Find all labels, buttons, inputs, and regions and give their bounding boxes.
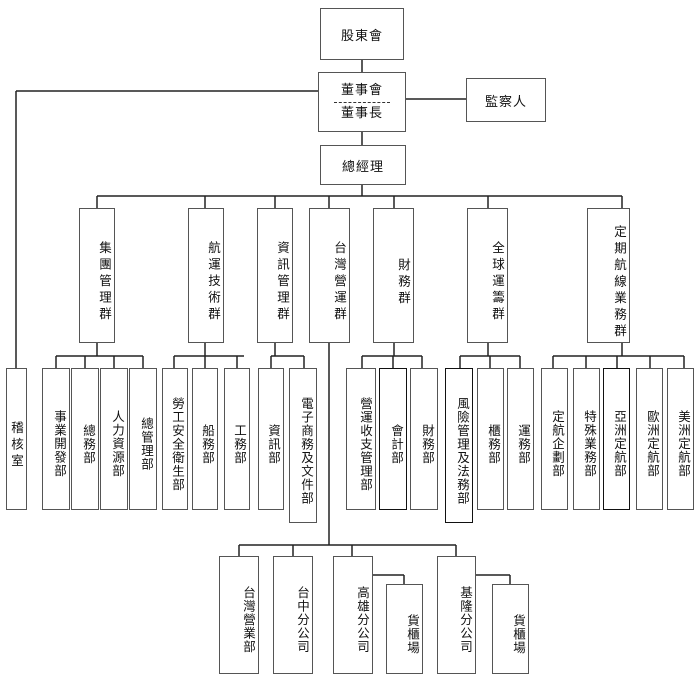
department-box: 運務部 (507, 368, 534, 510)
board-box: 董事會 董事長 (318, 72, 406, 132)
department-box: 特殊業務部 (573, 368, 600, 510)
department-box: 財務部 (410, 368, 438, 510)
branch-box: 台灣營業部 (219, 556, 259, 674)
department-box: 亞洲定航部 (603, 368, 630, 510)
department-box: 櫃務部 (477, 368, 504, 510)
branch-box: 高雄分公司 (333, 556, 373, 674)
department-box: 船務部 (192, 368, 218, 510)
shareholders-box: 股東會 (320, 8, 404, 60)
department-box: 勞工安全衛生部 (162, 368, 188, 510)
audit-office-box: 稽核室 (6, 368, 27, 510)
chairman-label: 董事長 (340, 105, 383, 121)
group-box: 集團管理群 (79, 208, 115, 343)
board-label: 董事會 (340, 82, 383, 98)
container-yard-box: 貨櫃場 (386, 584, 423, 674)
dashed-divider (334, 101, 390, 103)
group-box: 資訊管理群 (257, 208, 293, 343)
container-yard-box: 貨櫃場 (492, 584, 529, 674)
group-box: 定期航線業務群 (587, 208, 630, 343)
supervisor-box: 監察人 (466, 78, 546, 122)
department-box: 人力資源部 (100, 368, 128, 510)
department-box: 風險管理及法務部 (445, 368, 473, 523)
group-box: 航運技術群 (188, 208, 224, 343)
department-box: 定航企劃部 (541, 368, 568, 510)
department-box: 會計部 (379, 368, 407, 510)
department-box: 歐洲定航部 (636, 368, 663, 510)
group-box: 台灣營運群 (309, 208, 350, 343)
department-box: 總管理部 (129, 368, 157, 510)
branch-box: 基隆分公司 (437, 556, 476, 674)
branch-box: 台中分公司 (273, 556, 313, 674)
department-box: 事業開發部 (42, 368, 70, 510)
department-box: 營運收支管理部 (346, 368, 376, 510)
department-box: 工務部 (224, 368, 250, 510)
group-box: 全球運籌群 (467, 208, 508, 343)
department-box: 美洲定航部 (667, 368, 694, 510)
group-box: 財務群 (373, 208, 414, 343)
department-box: 總務部 (71, 368, 99, 510)
department-box: 資訊部 (258, 368, 284, 510)
general-manager-box: 總經理 (320, 145, 406, 185)
department-box: 電子商務及文件部 (289, 368, 317, 523)
